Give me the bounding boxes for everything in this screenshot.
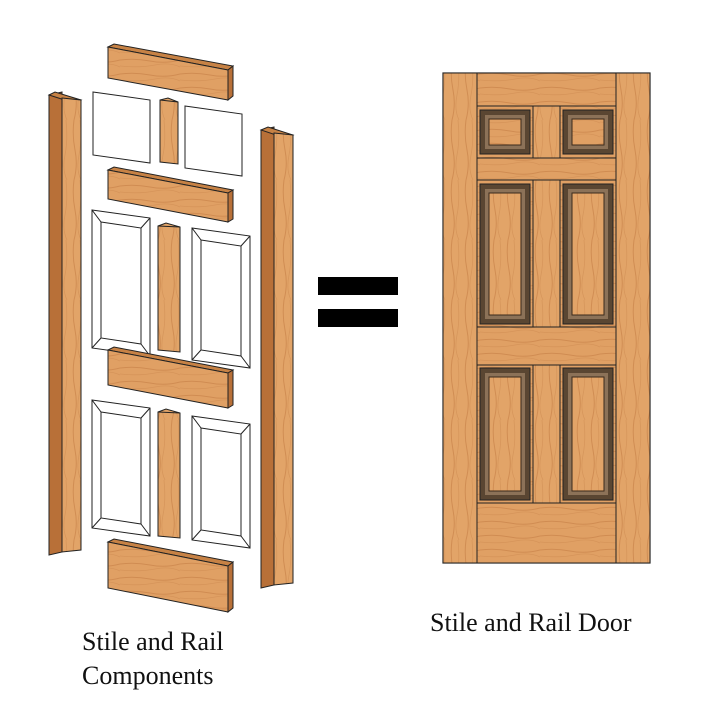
upper-mullion [157,222,181,353]
door-bottom-rail [476,502,617,564]
upper-right-raised-panel [191,227,251,369]
right-stile [259,126,295,589]
lower-left-raised-panel [91,399,151,537]
door-lock-rail [476,326,617,366]
door-panel-mid-right [562,183,614,325]
door-left-stile [442,72,478,564]
top-right-panel [184,105,243,177]
door-lower-mullion [532,364,561,504]
bottom-rail [106,538,235,614]
lock-rail [106,346,235,409]
door-panel-mid-left [479,183,531,325]
components-caption-line1: Stile and Rail [82,627,224,656]
top-mullion [159,97,179,165]
door-panel-top-right [562,109,614,155]
door-caption: Stile and Rail Door [430,608,632,637]
lower-mullion [157,408,181,539]
door-top-rail [476,72,617,107]
components-caption: Stile and Rail Components [82,625,224,693]
door-panel-top-left [479,109,531,155]
left-stile [47,91,83,556]
door-upper-mullion [532,179,561,328]
door-top-mullion [532,105,561,159]
top-left-panel [92,91,151,164]
components-caption-line2: Components [82,661,214,690]
equals-sign [318,277,398,327]
door-panel-low-right [562,367,614,501]
top-rail [106,43,235,102]
door-right-stile [615,72,651,564]
assembled-door [442,72,651,564]
door-panel-low-left [479,367,531,501]
lower-right-raised-panel [191,415,251,549]
intermediate-rail [106,166,235,223]
stile-and-rail-components [47,43,295,614]
door-upper-rail [476,157,617,181]
upper-left-raised-panel [91,209,151,357]
